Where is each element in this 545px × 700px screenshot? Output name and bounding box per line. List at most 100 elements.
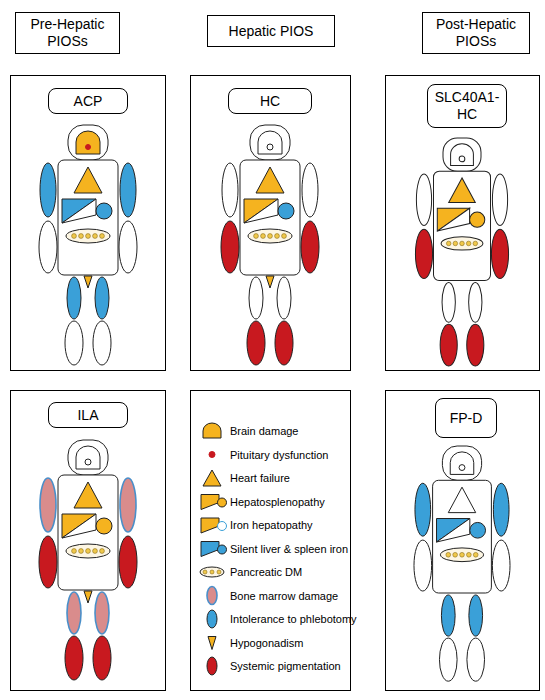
spleen-symbol bbox=[96, 203, 112, 219]
torso bbox=[58, 475, 118, 590]
panel-frame bbox=[386, 391, 540, 691]
legend-symbol bbox=[207, 587, 217, 605]
panel-frame bbox=[191, 76, 351, 371]
pituitary-symbol bbox=[86, 145, 91, 150]
syndrome-label: ILA bbox=[48, 402, 128, 428]
node-text: SLC40A1-HC bbox=[432, 89, 502, 123]
panel-frame bbox=[11, 391, 166, 691]
liver-symbol bbox=[201, 495, 219, 510]
islet-dot bbox=[217, 570, 221, 574]
upper-arm bbox=[120, 163, 136, 217]
upper-arm bbox=[120, 478, 136, 532]
liver-symbol bbox=[244, 199, 278, 223]
liver-symbol bbox=[201, 542, 219, 557]
node-text: FP-D bbox=[450, 410, 483, 427]
legend-symbol bbox=[203, 423, 221, 438]
shin bbox=[93, 321, 111, 365]
shin bbox=[467, 324, 484, 366]
legend-symbol bbox=[207, 657, 217, 675]
legend-text: Hepatosplenopathy bbox=[230, 496, 325, 509]
islet-dot bbox=[261, 234, 266, 239]
pituitary-symbol bbox=[209, 452, 215, 458]
thigh bbox=[442, 282, 455, 322]
pancreas-symbol bbox=[200, 567, 224, 577]
node-text: Post-Hepatic PIOSs bbox=[427, 16, 525, 50]
syndrome-label: ACP bbox=[48, 88, 128, 114]
upper-arm bbox=[415, 483, 431, 536]
islet-dot bbox=[86, 234, 91, 239]
head bbox=[68, 125, 108, 160]
spleen-symbol bbox=[470, 522, 486, 538]
islet-dot bbox=[72, 234, 77, 239]
islet-dot bbox=[282, 234, 287, 239]
shin bbox=[247, 321, 265, 365]
pancreas-symbol bbox=[66, 544, 110, 558]
islet-dot bbox=[275, 234, 280, 239]
legend-symbol bbox=[203, 470, 221, 486]
shin bbox=[93, 636, 111, 680]
legend-text: Silent liver & spleen iron bbox=[230, 543, 348, 556]
upper-arm bbox=[40, 163, 56, 217]
liver-symbol bbox=[437, 519, 470, 543]
head bbox=[442, 446, 481, 480]
islet-dot bbox=[254, 234, 259, 239]
group-header: Hepatic PIOS bbox=[207, 15, 335, 47]
shin bbox=[467, 638, 485, 681]
pigmentation-symbol bbox=[207, 657, 217, 675]
shin bbox=[440, 324, 457, 366]
pituitary-symbol bbox=[459, 156, 465, 162]
heart-symbol bbox=[448, 487, 475, 512]
phlebotomy-symbol bbox=[207, 610, 217, 628]
brain-symbol bbox=[450, 452, 474, 475]
head bbox=[443, 138, 481, 171]
islet-dot bbox=[453, 241, 458, 246]
islet-dot bbox=[79, 234, 84, 239]
brain-symbol bbox=[76, 446, 100, 469]
upper-arm bbox=[492, 174, 507, 225]
torso bbox=[433, 480, 492, 593]
node-text: Hepatic PIOS bbox=[229, 23, 314, 40]
heart-symbol bbox=[74, 167, 102, 193]
islet-dot bbox=[93, 549, 98, 554]
forearm bbox=[221, 221, 239, 273]
thigh bbox=[277, 277, 291, 319]
heart-symbol bbox=[256, 167, 284, 193]
legend-frame bbox=[191, 391, 351, 691]
head bbox=[250, 125, 290, 160]
islet-dot bbox=[473, 552, 478, 557]
liver-symbol bbox=[437, 208, 469, 231]
legend-symbol bbox=[209, 452, 215, 458]
pituitary-symbol bbox=[267, 144, 273, 150]
body-figure bbox=[414, 446, 510, 681]
islet-dot bbox=[79, 549, 84, 554]
thigh bbox=[67, 592, 81, 634]
shin bbox=[65, 321, 83, 365]
forearm bbox=[119, 221, 137, 273]
forearm bbox=[39, 536, 57, 588]
forearm bbox=[39, 221, 57, 273]
islet-dot bbox=[460, 552, 465, 557]
thigh bbox=[249, 277, 263, 319]
upper-arm bbox=[493, 483, 509, 536]
forearm bbox=[414, 540, 432, 591]
pancreas-symbol bbox=[248, 229, 292, 243]
legend-text: Bone marrow damage bbox=[230, 590, 338, 603]
islet-dot bbox=[467, 552, 472, 557]
islet-dot bbox=[473, 241, 478, 246]
syndrome-label: FP-D bbox=[435, 398, 497, 438]
gonad-symbol bbox=[208, 637, 216, 650]
gonad-symbol bbox=[84, 276, 92, 288]
liver-symbol bbox=[437, 519, 470, 543]
heart-symbol bbox=[203, 470, 221, 486]
torso bbox=[434, 171, 491, 280]
legend-text: Heart failure bbox=[230, 472, 290, 485]
legend-text: Brain damage bbox=[230, 425, 299, 438]
panel-frame bbox=[11, 76, 166, 371]
pituitary-symbol bbox=[85, 459, 91, 465]
node-text: HC bbox=[260, 93, 280, 110]
gonad-symbol bbox=[84, 591, 92, 603]
islet-dot bbox=[268, 234, 273, 239]
islet-dot bbox=[100, 234, 105, 239]
node-text: ACP bbox=[74, 93, 103, 110]
forearm bbox=[301, 221, 319, 273]
